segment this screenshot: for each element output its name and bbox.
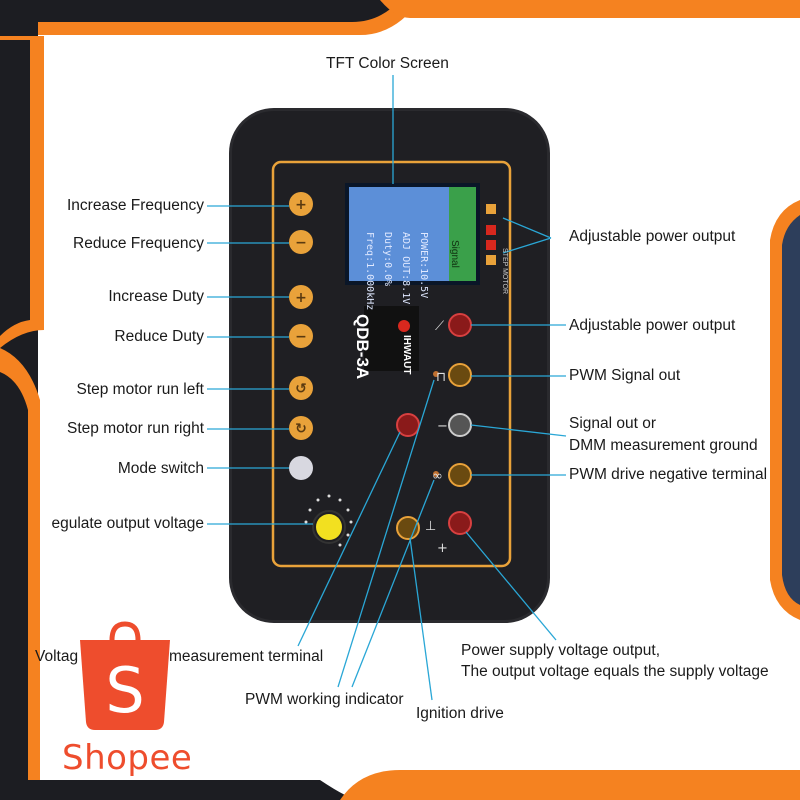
step-motor-text: STEP MOTOR bbox=[501, 248, 508, 295]
label-tft-screen: TFT Color Screen bbox=[326, 55, 449, 72]
label-pwm-indicator: PWM working indicator bbox=[245, 691, 404, 708]
tft-screen bbox=[345, 183, 480, 285]
label-voltage-measure-b: measurement terminal bbox=[169, 648, 324, 665]
model-name: QDB-3A bbox=[353, 314, 372, 380]
svg-text:+: + bbox=[295, 290, 307, 306]
label-dmm-ground: DMM measurement ground bbox=[569, 437, 758, 454]
svg-text:⊓: ⊓ bbox=[436, 370, 446, 385]
svg-text:∞: ∞ bbox=[432, 469, 443, 484]
label-step-right: Step motor run right bbox=[67, 420, 204, 437]
terminal-symbols: ⟋ ⊓ − ∞ + ⊥ bbox=[425, 319, 448, 556]
label-ignition: Ignition drive bbox=[416, 705, 504, 722]
shopee-wordmark: Shopee bbox=[62, 738, 193, 778]
label-pwm-signal-out: PWM Signal out bbox=[569, 367, 681, 384]
screen-line-3: ADJ OUT:8.1V bbox=[400, 232, 411, 305]
label-step-left: Step motor run left bbox=[76, 381, 204, 398]
screen-tag: Signal bbox=[449, 240, 460, 268]
brand-name: IHWAUT bbox=[401, 335, 412, 375]
svg-text:↻: ↻ bbox=[295, 421, 307, 437]
label-adj-power-output-2: Adjustable power output bbox=[569, 317, 736, 334]
label-voltage-measure-a: Voltag bbox=[35, 648, 79, 665]
svg-text:−: − bbox=[437, 419, 448, 434]
svg-text:↺: ↺ bbox=[295, 381, 307, 397]
svg-text:+: + bbox=[295, 197, 307, 213]
output-leds bbox=[486, 204, 496, 265]
screen-line-1: Freq:1.000kHz bbox=[364, 232, 375, 311]
label-pwm-drive-negative: PWM drive negative terminal bbox=[569, 466, 768, 483]
left-button-column[interactable] bbox=[289, 192, 346, 544]
label-reduce-duty: Reduce Duty bbox=[114, 328, 204, 345]
svg-text:+: + bbox=[437, 541, 448, 556]
label-power-supply-1: Power supply voltage output, bbox=[461, 642, 661, 659]
screen-line-2: Duty:0.0% bbox=[382, 232, 393, 287]
button-glyphs: + − + − ↺ ↻ bbox=[295, 197, 307, 437]
label-regulate-voltage: egulate output voltage bbox=[51, 515, 204, 532]
svg-text:S: S bbox=[105, 654, 144, 727]
svg-text:−: − bbox=[295, 329, 307, 345]
label-reduce-frequency: Reduce Frequency bbox=[73, 235, 204, 252]
svg-text:−: − bbox=[295, 235, 307, 251]
label-signal-out: Signal out or bbox=[569, 415, 657, 432]
model-badge bbox=[364, 306, 419, 371]
label-increase-frequency: Increase Frequency bbox=[67, 197, 204, 214]
label-adj-power-output-1: Adjustable power output bbox=[569, 228, 736, 245]
callout-lines bbox=[207, 75, 567, 701]
svg-text:⊥: ⊥ bbox=[425, 519, 436, 534]
pwm-indicator-leds bbox=[433, 371, 439, 477]
label-increase-duty: Increase Duty bbox=[108, 288, 204, 305]
label-mode-switch: Mode switch bbox=[117, 460, 204, 477]
knob-dial bbox=[304, 494, 353, 547]
screen-line-4: POWER:10.5V bbox=[418, 232, 429, 299]
svg-text:⟋: ⟋ bbox=[435, 319, 445, 334]
label-power-supply-2: The output voltage equals the supply vol… bbox=[461, 663, 769, 680]
shopee-logo-icon: S bbox=[80, 621, 170, 730]
